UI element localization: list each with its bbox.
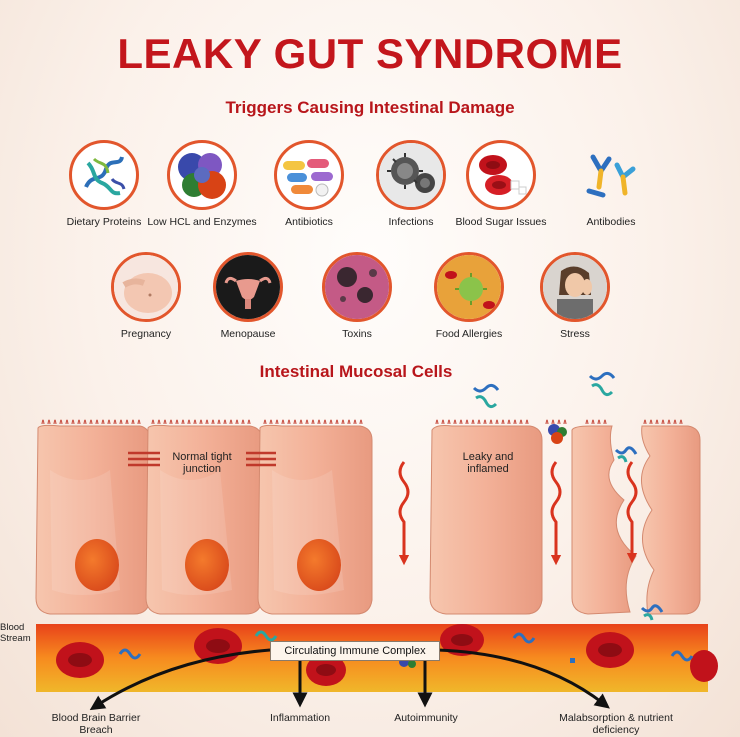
trigger-pregnancy: Pregnancy [91, 252, 201, 340]
toxin-particles-icon [322, 252, 392, 322]
blood-stream-label: Blood Stream [0, 622, 31, 644]
trigger-label: Blood Sugar Issues [455, 216, 547, 228]
trigger-blood-sugar: Blood Sugar Issues [446, 140, 556, 228]
trigger-label: Antibiotics [285, 216, 333, 228]
trigger-menopause: Menopause [193, 252, 303, 340]
trigger-food-allergies: Food Allergies [414, 252, 524, 340]
trigger-label: Antibodies [586, 216, 636, 228]
trigger-label: Low HCL and Enzymes [147, 216, 257, 228]
trigger-antibiotics: Antibiotics [254, 140, 364, 228]
trigger-antibodies: Antibodies [556, 140, 666, 228]
pills-icon [274, 140, 344, 210]
trigger-stress: Stress [520, 252, 630, 340]
leaky-inflamed-label: Leaky and inflamed [462, 451, 514, 475]
outcome-malabsorption: Malabsorption & nutrient deficiency [559, 712, 673, 736]
outcome-inflammation: Inflammation [269, 712, 331, 724]
protein-molecules [472, 371, 664, 621]
normal-junction-label: Normal tight junction [172, 451, 232, 475]
trigger-label: Infections [388, 216, 434, 228]
leaky-cells [429, 425, 701, 615]
trigger-dietary-proteins: Dietary Proteins [49, 140, 159, 228]
outcome-arrows [89, 648, 610, 711]
immune-complexes [118, 630, 694, 668]
trigger-toxins: Toxins [302, 252, 412, 340]
triggers-heading: Triggers Causing Intestinal Damage [225, 98, 515, 117]
allergen-icon [434, 252, 504, 322]
microvilli [41, 419, 683, 425]
trigger-label: Toxins [342, 328, 372, 340]
virus-icon [376, 140, 446, 210]
immune-complex-box: Circulating Immune Complex [270, 641, 440, 661]
cells-heading: Intestinal Mucosal Cells [259, 362, 453, 381]
protein-structure-icon [69, 140, 139, 210]
trigger-low-hcl-enzymes: Low HCL and Enzymes [147, 140, 257, 228]
leak-arrows [398, 461, 638, 566]
outcome-autoimmunity: Autoimmunity [394, 712, 458, 724]
page-title: LEAKY GUT SYNDROME [117, 30, 623, 77]
trigger-infections: Infections [356, 140, 466, 228]
uterus-icon [213, 252, 283, 322]
trigger-label: Food Allergies [435, 328, 503, 340]
trigger-label: Pregnancy [120, 328, 172, 340]
pregnant-belly-icon [111, 252, 181, 322]
enzyme-molecule-icon [167, 140, 237, 210]
trigger-label: Menopause [220, 328, 276, 340]
tight-junction-marks [128, 451, 276, 467]
antibodies-icon [576, 140, 646, 210]
stressed-person-icon [540, 252, 610, 322]
red-blood-cells [56, 624, 718, 686]
trigger-label: Stress [560, 328, 590, 340]
outcome-bbb: Blood Brain Barrier Breach [51, 712, 141, 736]
blood-cells-icon [466, 140, 536, 210]
trigger-label: Dietary Proteins [66, 216, 142, 228]
